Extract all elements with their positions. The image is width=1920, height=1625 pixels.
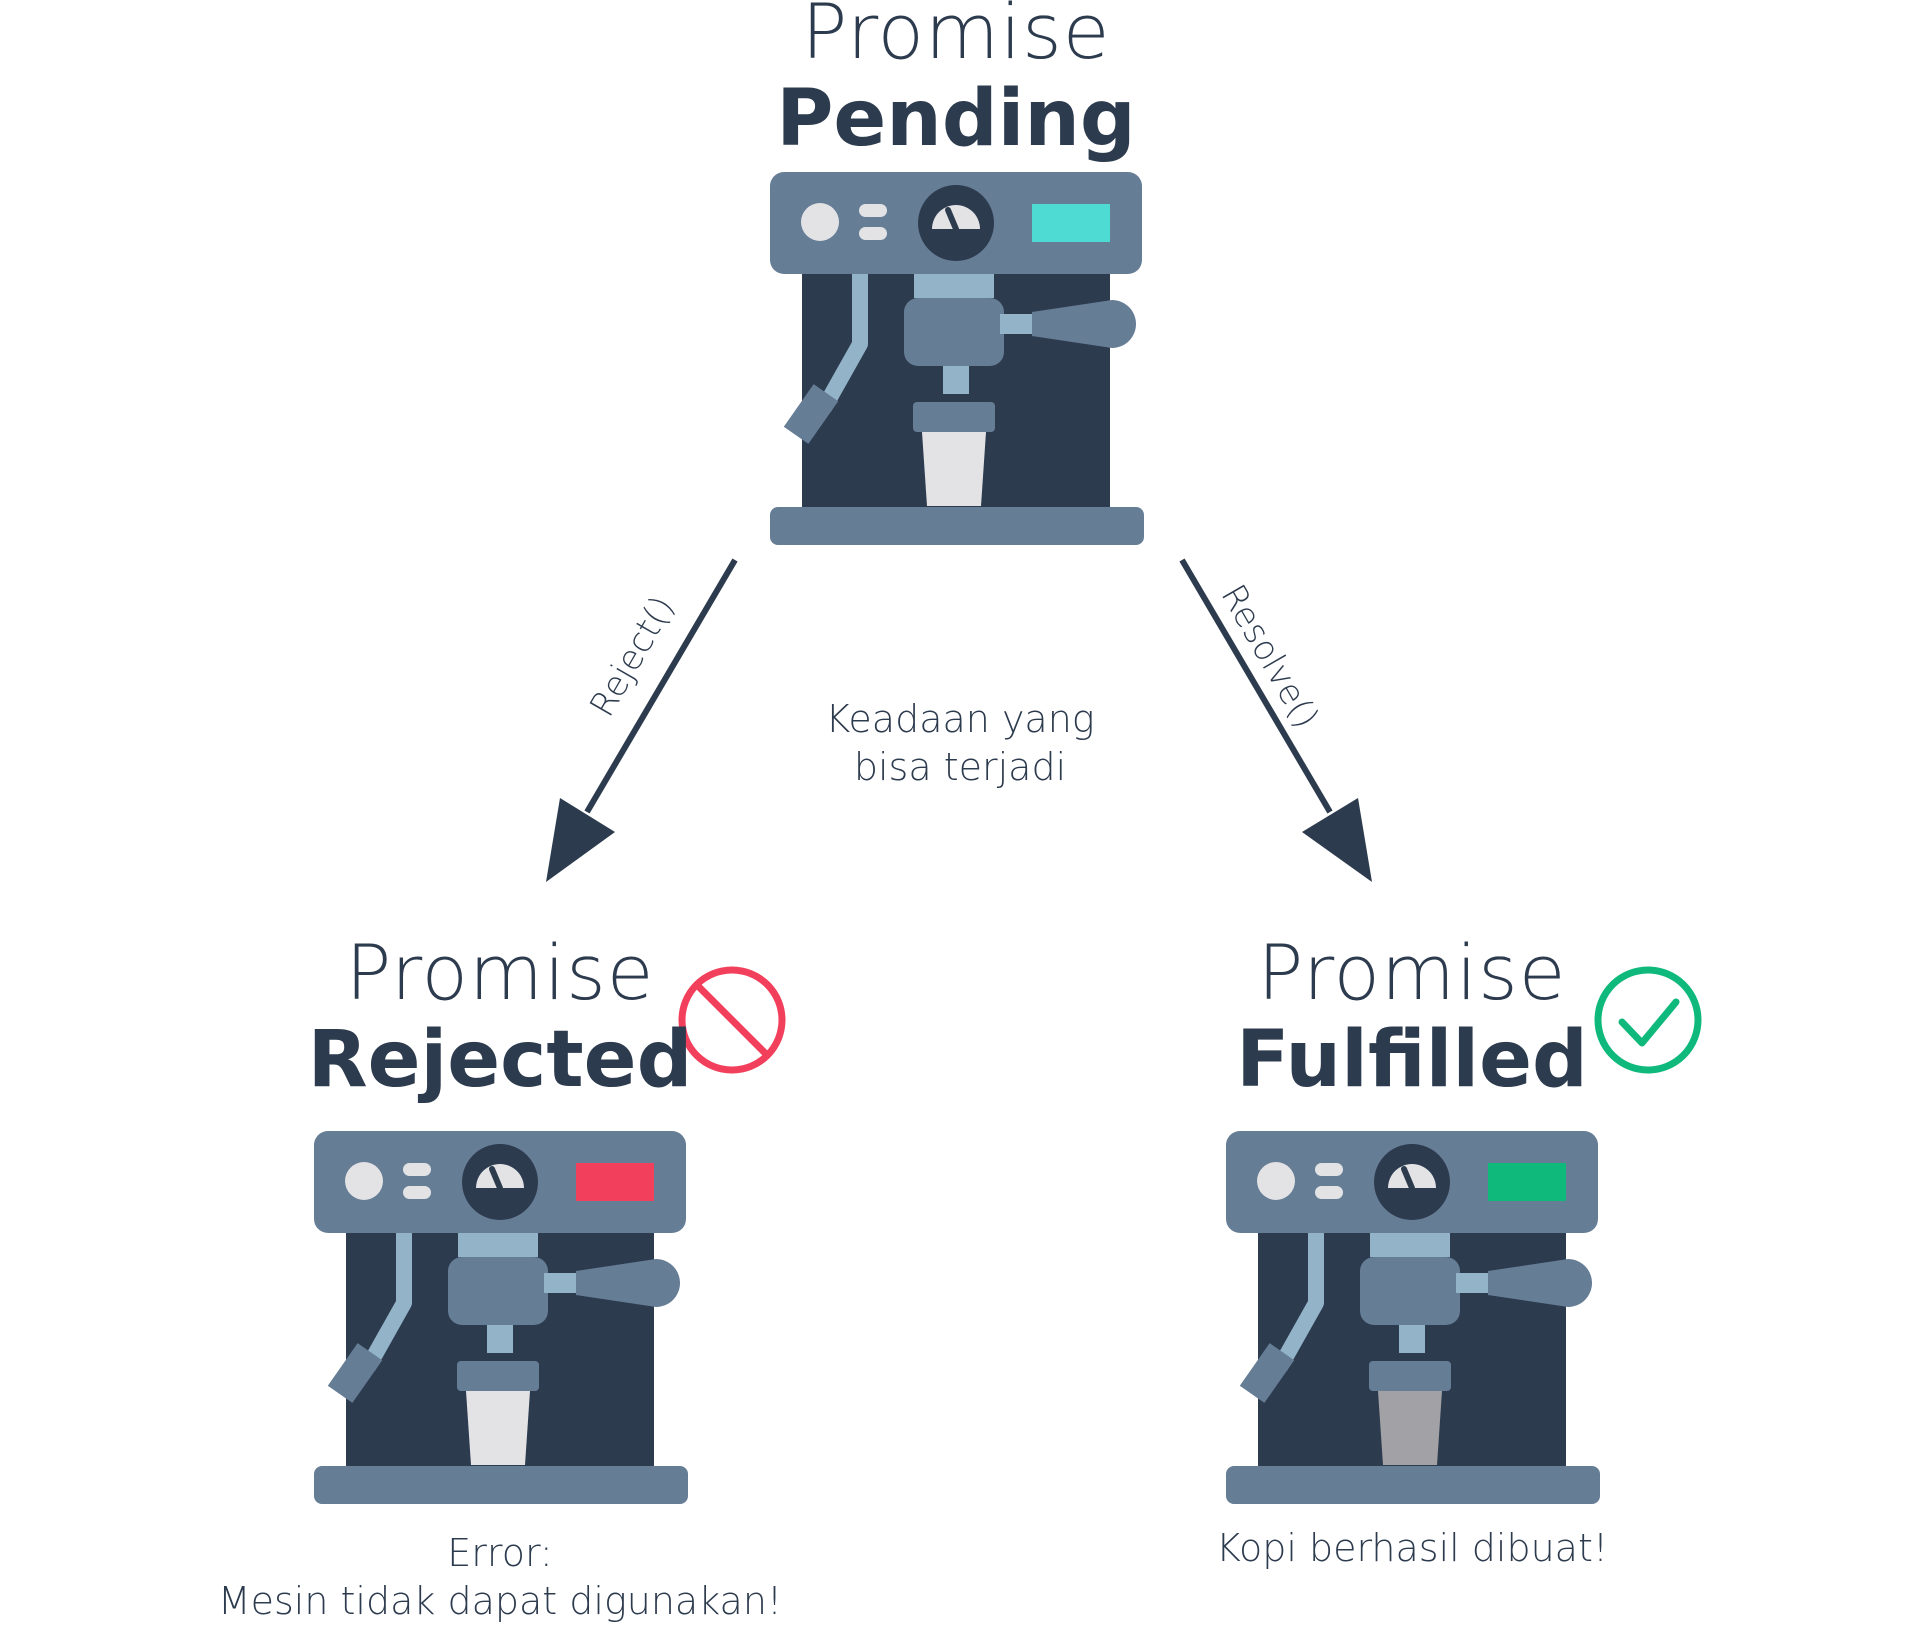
pending-title: Promise Pending (770, 0, 1142, 158)
center-note: Keadaan yang bisa terjadi (760, 696, 1160, 791)
rejected-caption: Error: Mesin tidak dapat digunakan! (200, 1530, 800, 1625)
pending-cup-empty (922, 432, 986, 506)
rejected-title-bold: Rejected (300, 1021, 700, 1099)
resolve-arrow (1182, 560, 1372, 882)
rejected-caption-line2: Mesin tidak dapat digunakan! (200, 1578, 800, 1625)
fulfilled-title: Promise Fulfilled (1212, 935, 1612, 1099)
reject-arrow-label: Reject() (582, 589, 683, 723)
fulfilled-caption-text: Kopi berhasil dibuat! (1112, 1525, 1712, 1573)
center-note-line2: bisa terjadi (760, 744, 1160, 792)
fulfilled-status-indicator (1488, 1163, 1566, 1201)
center-note-line1: Keadaan yang (760, 696, 1160, 744)
pending-title-bold: Pending (770, 80, 1142, 158)
fulfilled-caption: Kopi berhasil dibuat! (1112, 1525, 1712, 1573)
rejected-status-indicator (576, 1163, 654, 1201)
rejected-cup-empty (466, 1391, 530, 1465)
rejected-title: Promise Rejected (300, 935, 700, 1099)
pending-title-light: Promise (770, 0, 1142, 70)
rejected-title-light: Promise (300, 935, 700, 1011)
rejected-caption-line1: Error: (200, 1530, 800, 1578)
fulfilled-title-light: Promise (1212, 935, 1612, 1011)
fulfilled-cup-filled (1378, 1391, 1442, 1465)
check-circle-icon (1598, 970, 1698, 1070)
pending-status-indicator (1032, 204, 1110, 242)
rejected-coffee-machine (314, 1131, 688, 1504)
fulfilled-title-bold: Fulfilled (1212, 1021, 1612, 1099)
pending-coffee-machine (770, 172, 1144, 545)
fulfilled-coffee-machine (1226, 1131, 1600, 1504)
